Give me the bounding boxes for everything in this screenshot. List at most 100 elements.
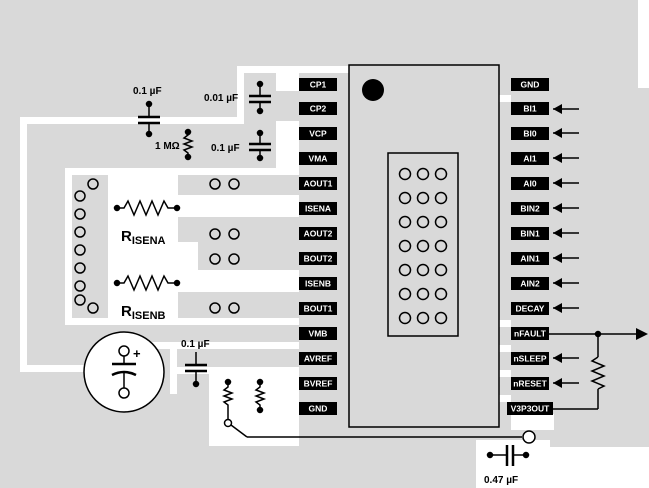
thermal-via xyxy=(434,167,448,181)
thermal-via xyxy=(416,287,430,301)
resistor-icon xyxy=(221,382,235,410)
trace-sense-top xyxy=(65,168,299,175)
right-pin: BIN2 xyxy=(511,202,549,215)
right-pin: GND xyxy=(511,78,549,91)
trace-routing xyxy=(20,66,554,488)
thermal-via xyxy=(434,239,448,253)
thermal-via xyxy=(416,263,430,277)
right-pin: nRESET xyxy=(511,377,549,390)
pin-label: BI1 xyxy=(523,104,537,114)
right-pin: AI0 xyxy=(511,177,549,190)
pin-label: CP2 xyxy=(310,104,327,114)
arrow-left-icon xyxy=(553,353,579,363)
pin-label: GND xyxy=(521,80,540,90)
left-pin: AVREF xyxy=(299,352,337,365)
arrow-right-icon xyxy=(636,328,648,340)
thermal-via xyxy=(398,239,412,253)
trace-r-5 xyxy=(499,395,511,402)
arrow-left-icon xyxy=(553,378,579,388)
pin-label: AOUT1 xyxy=(304,179,333,189)
pin-label: BOUT1 xyxy=(304,304,333,314)
cap-cp-label: 0.01 µF xyxy=(204,93,238,104)
thermal-via xyxy=(434,287,448,301)
pin-label: ISENB xyxy=(305,279,331,289)
arrow-left-icon xyxy=(553,153,579,163)
arrow-left-icon xyxy=(553,178,579,188)
left-pin: BVREF xyxy=(299,377,337,390)
thermal-via xyxy=(416,191,430,205)
pin-label: nRESET xyxy=(513,379,547,389)
right-pin: AI1 xyxy=(511,152,549,165)
cap-vref-label: 0.1 µF xyxy=(181,339,210,350)
bulk-cap-plus: + xyxy=(133,346,141,361)
left-pins: CP1 CP2 VCP VMA AOUT1 ISENA AOUT2 BOUT2 … xyxy=(299,78,337,415)
pin-label: CP1 xyxy=(310,80,327,90)
nfault-output xyxy=(549,328,648,410)
vref-capacitor xyxy=(185,352,207,388)
trace-isenb xyxy=(178,270,299,292)
right-pin: nFAULT xyxy=(511,327,549,340)
cap-vcp-label: 0.1 µF xyxy=(211,143,240,154)
trace-r-4 xyxy=(499,370,511,377)
trace-left-outer xyxy=(20,117,27,372)
ic-package xyxy=(348,64,500,428)
resistor-icon xyxy=(590,356,606,390)
right-pin: AIN1 xyxy=(511,252,549,265)
v3p3-capacitor xyxy=(486,445,530,466)
left-pin: CP1 xyxy=(299,78,337,91)
rsense-a-main: R xyxy=(121,228,132,245)
thermal-via xyxy=(398,263,412,277)
rsense-b-sub: ISENB xyxy=(132,310,166,322)
resistor-icon xyxy=(117,274,177,292)
resistor-icon xyxy=(117,199,177,217)
trace-mid xyxy=(178,242,198,270)
right-pin: DECAY xyxy=(511,302,549,315)
trace-vmb-drop xyxy=(170,349,177,394)
arrow-left-icon xyxy=(553,253,579,263)
resistor-icon xyxy=(253,382,267,410)
pin-label: AIN1 xyxy=(520,254,540,264)
cp-capacitor xyxy=(249,80,271,115)
pin-label: nFAULT xyxy=(514,329,547,339)
trace-cp-gap xyxy=(276,73,299,91)
arrow-left-icon xyxy=(553,203,579,213)
thermal-via xyxy=(434,263,448,277)
arrow-left-icon xyxy=(553,303,579,313)
thermal-via xyxy=(434,191,448,205)
trace-sense-left xyxy=(65,168,72,325)
thermal-via xyxy=(416,311,430,325)
rsense-b-main: R xyxy=(121,303,132,320)
pin-label: VCP xyxy=(309,129,327,139)
right-pin: AIN2 xyxy=(511,277,549,290)
bulk-capacitor xyxy=(83,331,165,413)
pin-label: DECAY xyxy=(516,304,545,314)
left-pin: VMB xyxy=(299,327,337,340)
pin-label: GND xyxy=(309,404,328,414)
pin-label: VMB xyxy=(309,329,328,339)
pin-label: AOUT2 xyxy=(304,229,333,239)
left-pin: ISENB xyxy=(299,277,337,290)
thermal-via xyxy=(416,239,430,253)
vias xyxy=(74,178,240,314)
cap-v3p3-label: 0.47 µF xyxy=(484,475,518,486)
trace-vmb xyxy=(115,342,299,349)
pin-label: BI0 xyxy=(523,129,537,139)
rsense-b-label: RISENB xyxy=(121,303,166,322)
arrow-left-icon xyxy=(553,228,579,238)
left-pin: BOUT2 xyxy=(299,252,337,265)
resistor-icon xyxy=(181,132,195,157)
rsense-a-sub: ISENA xyxy=(132,235,166,247)
left-pin: AOUT1 xyxy=(299,177,337,190)
cap-vm-label: 0.1 µF xyxy=(133,86,162,97)
arrow-left-icon xyxy=(553,278,579,288)
left-pin: GND xyxy=(299,402,337,415)
trace-r-3 xyxy=(499,345,511,352)
arrow-left-icon xyxy=(553,104,579,114)
rsense-b xyxy=(113,274,181,292)
right-pin: BI0 xyxy=(511,127,549,140)
pin-label: BVREF xyxy=(304,379,333,389)
pin-label: ISENA xyxy=(305,204,331,214)
trace-v3p3-area xyxy=(511,414,554,430)
rsense-a-label: RISENA xyxy=(121,228,166,247)
